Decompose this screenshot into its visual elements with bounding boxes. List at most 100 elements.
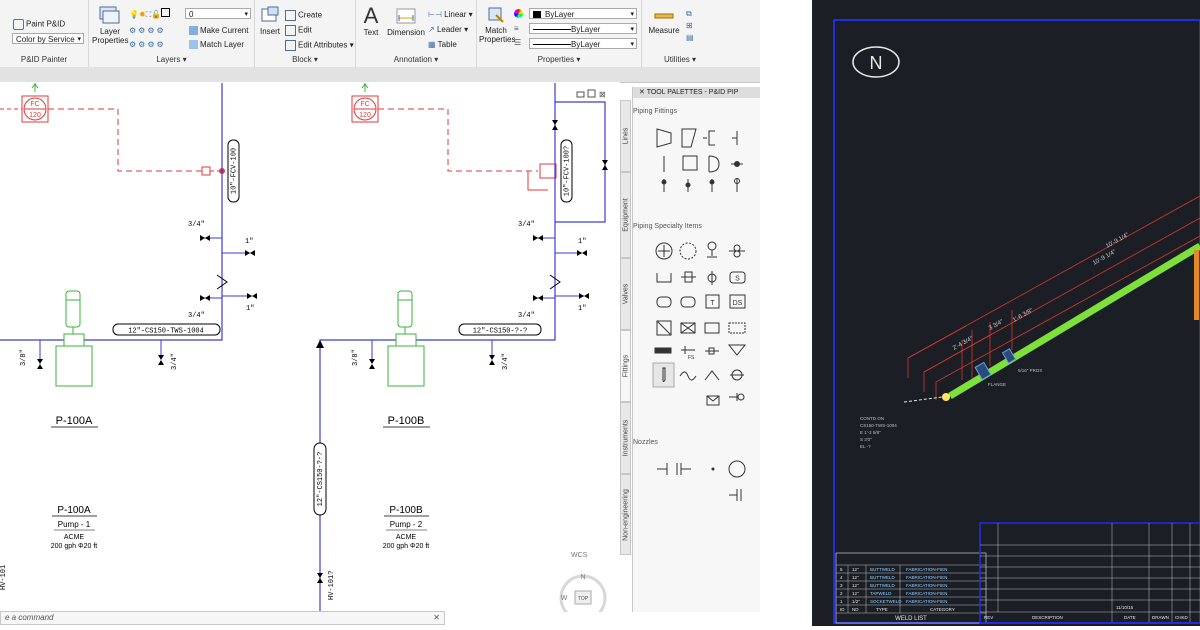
specialty-wave-icon[interactable] (679, 371, 697, 381)
drain-valves-right[interactable]: 3/8" 3/4" (352, 340, 510, 370)
lineweight-dropdown[interactable]: ByLayer (529, 38, 637, 50)
specialty-envelope-icon[interactable] (706, 395, 720, 406)
specialty-branch-icon[interactable] (729, 393, 745, 401)
fitting-box-icon[interactable] (682, 155, 698, 171)
layers-panel-label[interactable]: Layers ▾ (156, 55, 187, 64)
specialty-hose-icon[interactable] (652, 362, 675, 388)
svg-text:10"-FCV-100?: 10"-FCV-100? (563, 146, 571, 196)
fitting-cap-icon[interactable] (732, 131, 738, 145)
fitting-reducer-2-icon[interactable] (681, 128, 697, 148)
tap-valves-left[interactable]: 3/4" 1" 3/4" 1" (188, 221, 257, 320)
specialty-filter-icon[interactable] (656, 273, 672, 283)
text-button[interactable]: A Text (360, 4, 382, 38)
fitting-drain-1-icon[interactable] (661, 179, 667, 192)
create-block-button[interactable]: Create (285, 10, 322, 21)
color-dropdown[interactable]: ByLayer (529, 8, 637, 20)
svg-text:CHKD: CHKD (1175, 615, 1189, 620)
utility-icons[interactable]: ⧉⊞▤ (686, 9, 694, 42)
pump-a-mfr: ACME (64, 534, 85, 541)
nozzle-2-icon[interactable] (676, 463, 691, 475)
dimension-button[interactable]: Dimension (386, 6, 426, 37)
palette-tabs: Lines Equipment Valves Fittings Instrume… (620, 100, 632, 555)
flow-controller-right[interactable]: FC 120 (351, 83, 379, 123)
tap-valves-right[interactable]: 3/4" 1" 3/4" 1" (518, 221, 589, 320)
specialty-coil-icon[interactable] (728, 322, 746, 334)
viewport-controls[interactable]: ⊠ (576, 89, 606, 99)
pump-p100a[interactable] (55, 290, 93, 387)
fitting-half-icon[interactable] (708, 155, 720, 173)
specialty-flexible-icon[interactable] (656, 296, 672, 308)
flow-controller-left[interactable]: FC 120 (21, 83, 49, 123)
svg-text:1": 1" (246, 305, 254, 313)
nozzle-3-icon[interactable] (729, 489, 742, 501)
fitting-drain-3-icon[interactable] (709, 179, 715, 192)
edit-block-button[interactable]: Edit (285, 25, 312, 36)
block-panel-label[interactable]: Block ▾ (292, 55, 318, 64)
close-icon[interactable]: ✕ (433, 613, 440, 622)
specialty-fs-icon[interactable]: FS (681, 346, 695, 361)
make-current-button[interactable]: Make Current (189, 26, 248, 36)
svg-text:3/4": 3/4" (518, 312, 535, 320)
fitting-drain-2-icon[interactable] (685, 179, 691, 192)
drain-valves-left[interactable]: 3/8" 3/4" (20, 340, 179, 370)
measure-button[interactable]: Measure (646, 8, 682, 35)
fc-left-tag: FC (30, 101, 39, 108)
fitting-flange-icon[interactable] (703, 130, 715, 146)
properties-panel-label[interactable]: Properties ▾ (537, 55, 581, 64)
tab-non-engineering[interactable]: Non-engineering (620, 474, 631, 555)
linetype-dropdown[interactable]: ByLayer (529, 23, 637, 35)
match-layer-button[interactable]: Match Layer (189, 40, 244, 50)
specialty-silencer-icon[interactable] (704, 322, 720, 334)
specialty-spool-icon[interactable] (654, 347, 672, 354)
linear-dimension-button[interactable]: ⊢⊣ Linear ▾ (428, 10, 473, 19)
svg-text:CATEGORY: CATEGORY (930, 607, 955, 612)
layer-dropdown[interactable]: 0 (185, 8, 251, 20)
pump-p100b[interactable] (387, 290, 425, 387)
specialty-trap-icon[interactable] (707, 241, 717, 258)
svg-text:E 1'-2 5/8": E 1'-2 5/8" (860, 430, 881, 435)
tab-equipment[interactable]: Equipment (620, 172, 631, 258)
annotation-panel-label[interactable]: Annotation ▾ (393, 55, 439, 64)
table-button[interactable]: ▦ Table (428, 40, 457, 49)
tab-instruments[interactable]: Instruments (620, 402, 631, 474)
specialty-orifice-icon[interactable] (705, 347, 719, 355)
color-by-service-dropdown[interactable]: Color by Service (12, 33, 84, 45)
specialty-s-icon[interactable]: S (729, 271, 746, 284)
utilities-panel-label[interactable]: Utilities ▾ (663, 55, 697, 64)
pid-drawing-canvas[interactable]: FC 120 10"-FCV-100 3/4" 1" (0, 82, 620, 622)
tab-lines[interactable]: Lines (620, 100, 631, 172)
specialty-expansion-icon[interactable] (681, 271, 696, 283)
match-properties-button[interactable]: Match Properties (479, 6, 515, 44)
layer-tool-icons-row1[interactable]: ⚙⚙⚙⚙ (129, 26, 166, 35)
specialty-strainer-icon[interactable] (655, 242, 673, 260)
fitting-tee-icon[interactable] (731, 161, 743, 167)
insert-button[interactable]: Insert (258, 5, 282, 36)
tab-fittings[interactable]: Fittings (620, 330, 631, 402)
nozzle-dot-icon[interactable] (711, 467, 715, 471)
leader-button[interactable]: ↗ Leader ▾ (428, 25, 469, 34)
specialty-angle-icon[interactable] (704, 370, 720, 381)
layer-tool-icons-row2[interactable]: ⚙⚙⚙⚙ (129, 40, 166, 49)
tab-valves[interactable]: Valves (620, 258, 631, 330)
command-line-input[interactable]: e a command ✕ (0, 611, 445, 625)
edit-attributes-button[interactable]: Edit Attributes ▾ (285, 40, 354, 51)
specialty-damper-icon[interactable] (680, 296, 696, 308)
specialty-sight-glass-icon[interactable] (729, 244, 745, 258)
nozzle-1-icon[interactable] (657, 463, 668, 475)
nozzle-circle-icon[interactable] (728, 460, 746, 478)
specialty-separator-icon[interactable] (707, 271, 717, 285)
fitting-reducer-icon[interactable] (656, 128, 672, 148)
specialty-target-icon[interactable] (730, 369, 744, 381)
specialty-funnel-icon[interactable] (727, 344, 747, 356)
specialty-ds-icon[interactable]: DS (729, 294, 746, 309)
specialty-t-icon[interactable]: T (705, 294, 720, 309)
specialty-mixer-icon[interactable] (680, 322, 696, 334)
layer-properties-button[interactable]: Layer Properties (92, 5, 128, 45)
iso-valves[interactable] (942, 250, 1199, 401)
fc-right-number: 120 (359, 112, 371, 119)
paint-pid-button[interactable]: Paint P&ID (13, 19, 65, 30)
fitting-drain-4-icon[interactable] (734, 178, 740, 193)
specialty-blind-icon[interactable] (656, 320, 672, 336)
specialty-flowmeter-icon[interactable] (679, 242, 697, 260)
viewcube[interactable]: WCS N W TOP (559, 552, 607, 622)
